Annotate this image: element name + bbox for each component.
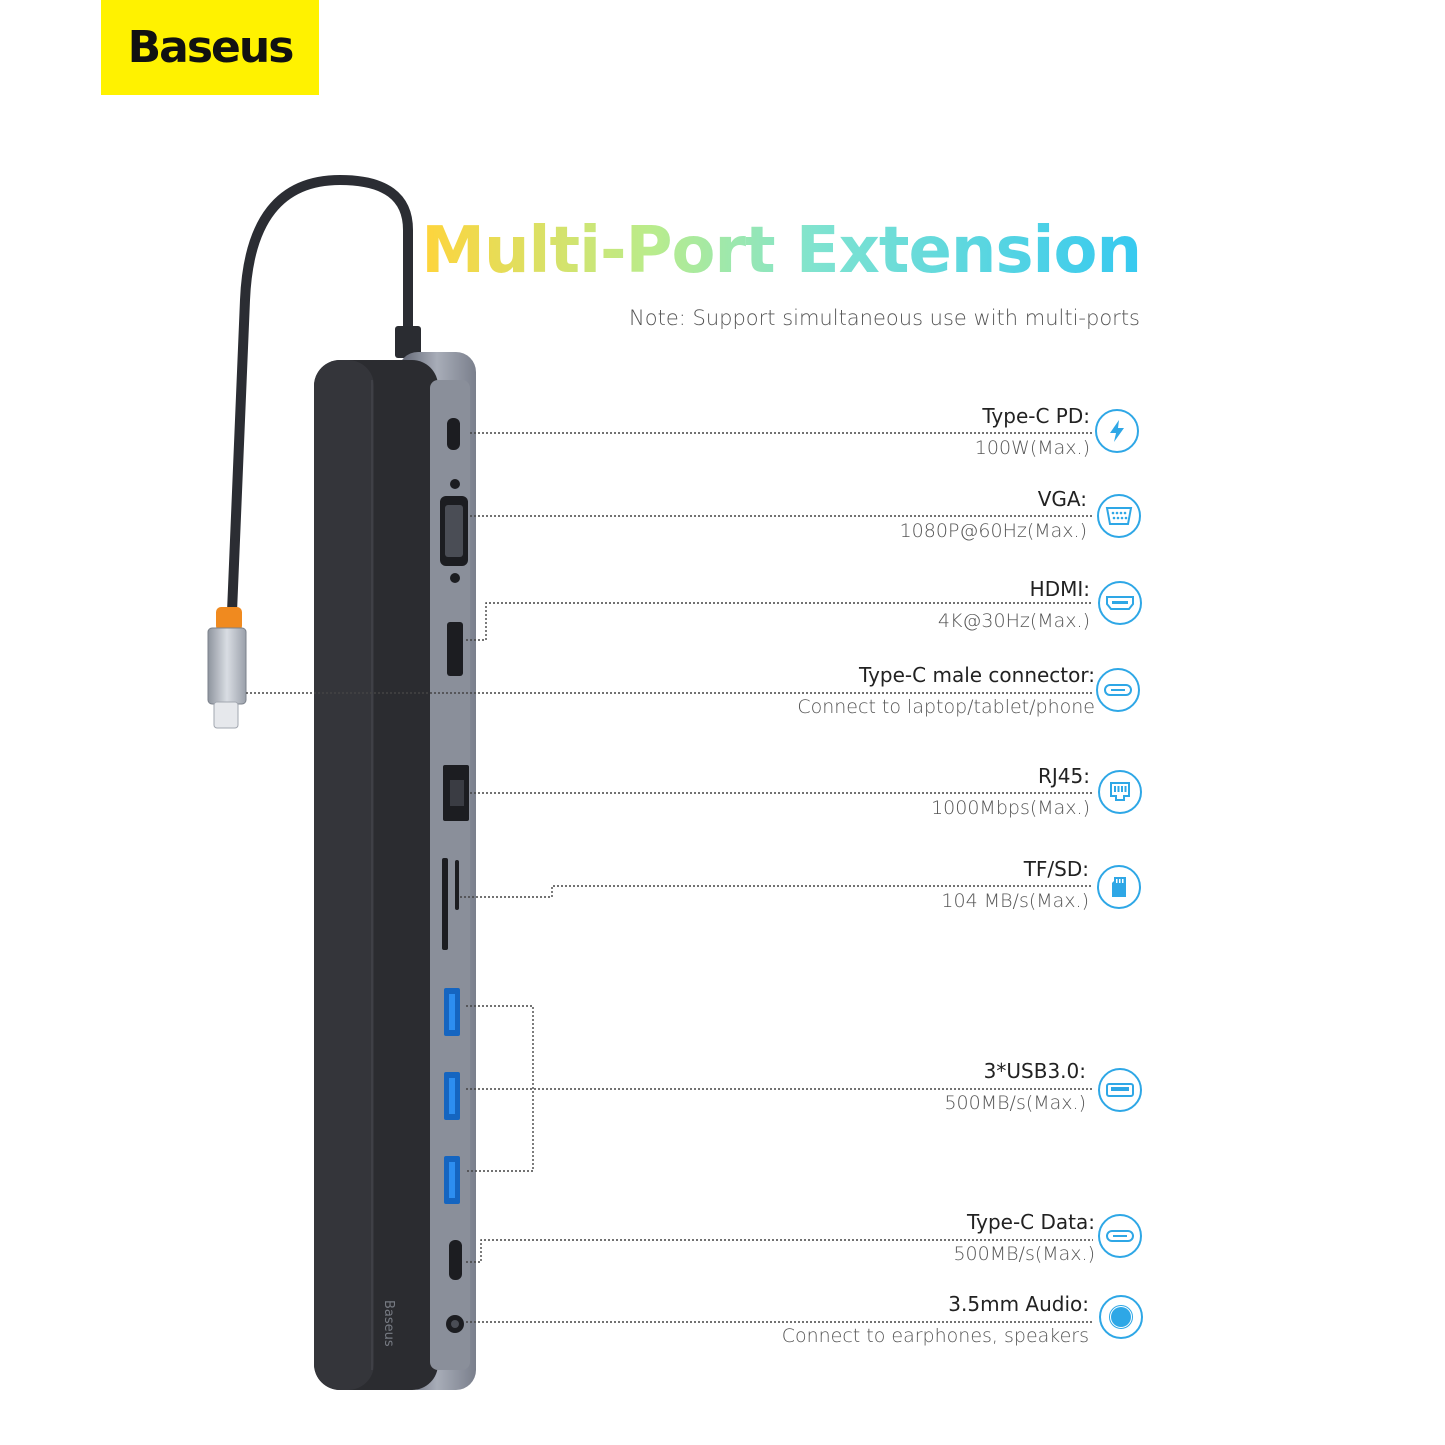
port-spec: 500MB/s(Max.) (944, 1092, 1086, 1114)
page-title: Multi-Port Extension (421, 214, 1142, 288)
port-name: RJ45: (1038, 764, 1090, 788)
ethernet-port-icon (1098, 770, 1142, 814)
port-spec: 1080P@60Hz(Max.) (899, 520, 1087, 542)
port-vga-pins (445, 505, 463, 557)
leader-hdmi (466, 602, 1093, 641)
leader-tf-sd (460, 885, 1093, 898)
sd-card-icon (1097, 865, 1141, 909)
type-c-port-icon (1096, 668, 1140, 712)
hub-brand-engraving: Baseus (381, 1300, 396, 1347)
port-label-rj45: RJ45: 1000Mbps(Max.) (931, 764, 1090, 820)
type-c-plug-tip (213, 701, 239, 729)
port-label-type-c-male: Type-C male connector: Connect to laptop… (797, 663, 1095, 719)
port-spec: 100W(Max.) (974, 437, 1090, 459)
port-label-type-c-data: Type-C Data: 500MB/s(Max.) (953, 1210, 1095, 1266)
port-label-audio: 3.5mm Audio: Connect to earphones, speak… (782, 1292, 1089, 1348)
lightning-icon (1095, 409, 1139, 453)
port-audio-jack-inner (451, 1320, 459, 1328)
port-usb-3-tab (449, 1162, 455, 1198)
usb-c-cable (227, 174, 413, 617)
port-label-usb30: 3*USB3.0: 500MB/s(Max.) (944, 1059, 1086, 1115)
port-spec: 1000Mbps(Max.) (931, 797, 1090, 819)
port-label-hdmi: HDMI: 4K@30Hz(Max.) (938, 577, 1090, 633)
type-c-plug-housing (207, 627, 247, 705)
port-spec: 500MB/s(Max.) (953, 1243, 1095, 1265)
port-name: 3.5mm Audio: (948, 1292, 1089, 1316)
port-sd-slot (455, 860, 459, 910)
port-name: VGA: (1037, 487, 1087, 511)
port-label-type-c-pd: Type-C PD: 100W(Max.) (975, 404, 1090, 460)
vga-screw-top (450, 479, 460, 489)
port-name: Type-C Data: (967, 1210, 1095, 1234)
hdmi-port-icon (1098, 581, 1142, 625)
leader-type-c-data (466, 1239, 1093, 1263)
port-rj45-inner (450, 780, 464, 806)
port-name: Type-C male connector: (858, 663, 1095, 687)
port-label-vga: VGA: 1080P@60Hz(Max.) (900, 487, 1087, 543)
port-spec: Connect to earphones, speakers (781, 1325, 1089, 1347)
connector-orange-ring (216, 607, 242, 631)
type-c-port-icon (1098, 1214, 1142, 1258)
port-label-tf-sd: TF/SD: 104 MB/s(Max.) (941, 857, 1089, 913)
port-name: 3*USB3.0: (983, 1059, 1086, 1083)
usb-port-icon (1098, 1068, 1142, 1112)
audio-jack-icon (1099, 1295, 1143, 1339)
port-type-c-data (449, 1240, 462, 1280)
port-tf-slot (442, 858, 448, 950)
vga-port-icon (1097, 494, 1141, 538)
page-note: Note: Support simultaneous use with mult… (629, 306, 1140, 330)
hub-black-highlight (314, 360, 374, 1390)
vga-screw-bottom (450, 573, 460, 583)
port-usb-2-tab (449, 1078, 455, 1114)
port-hdmi (447, 622, 463, 676)
port-type-c-pd (447, 418, 460, 450)
port-spec: 4K@30Hz(Max.) (937, 610, 1090, 632)
port-name: TF/SD: (1023, 857, 1089, 881)
brand-logo-text: Baseus (127, 22, 295, 73)
port-spec: 104 MB/s(Max.) (941, 890, 1089, 912)
brand-logo: Baseus (101, 0, 319, 95)
port-name: Type-C PD: (982, 404, 1090, 428)
port-usb-1-tab (449, 994, 455, 1030)
port-spec: Connect to laptop/tablet/phone (797, 696, 1095, 718)
port-name: HDMI: (1029, 577, 1090, 601)
cable-strain-relief (395, 326, 421, 358)
leader-usb-1 (466, 1005, 534, 1172)
